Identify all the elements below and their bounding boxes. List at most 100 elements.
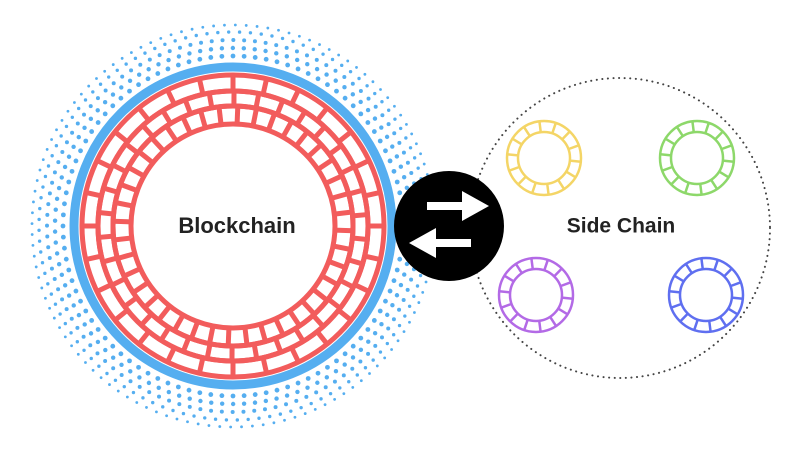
halo-dot bbox=[103, 88, 108, 93]
halo-dot bbox=[63, 335, 67, 339]
halo-dot bbox=[384, 134, 390, 140]
inner-block-band-divider bbox=[258, 323, 268, 343]
halo-dot bbox=[103, 359, 108, 364]
yellow-chain-band-divider bbox=[538, 121, 543, 133]
outer-block-band-divider bbox=[85, 189, 102, 199]
halo-dot bbox=[66, 267, 72, 273]
halo-dot bbox=[371, 318, 377, 323]
halo-dot bbox=[358, 347, 364, 353]
purple-chain-band-divider bbox=[514, 263, 523, 274]
halo-dot bbox=[53, 240, 58, 245]
halo-dot bbox=[50, 154, 54, 158]
halo-dot bbox=[45, 212, 50, 217]
inner-block-band-divider bbox=[250, 107, 259, 127]
halo-dot bbox=[95, 77, 98, 80]
halo-dot bbox=[373, 343, 378, 348]
halo-dot bbox=[398, 282, 404, 288]
halo-dot bbox=[424, 280, 428, 284]
halo-dot bbox=[371, 358, 375, 362]
inner-block-band-divider bbox=[156, 304, 172, 322]
halo-dot bbox=[342, 362, 347, 367]
halo-dot bbox=[421, 290, 425, 294]
halo-dot bbox=[328, 391, 333, 396]
green-chain-band-divider bbox=[670, 175, 680, 186]
middle-block-band-divider bbox=[139, 312, 154, 327]
halo-dot bbox=[407, 304, 412, 308]
halo-dot bbox=[235, 418, 240, 422]
purple-chain-band-divider bbox=[557, 307, 569, 316]
middle-block-band-divider bbox=[180, 336, 192, 353]
inner-block-band-divider bbox=[149, 136, 166, 153]
halo-dot bbox=[394, 179, 400, 185]
halo-dot bbox=[252, 400, 258, 405]
inner-block-band-divider bbox=[164, 124, 179, 143]
middle-block-band-divider bbox=[311, 313, 326, 329]
halo-dot bbox=[110, 103, 116, 109]
purple-chain-band-divider bbox=[500, 302, 512, 309]
middle-block-band-divider bbox=[98, 210, 114, 217]
halo-dot bbox=[52, 218, 58, 223]
halo-dot bbox=[59, 175, 64, 180]
blue-chain-band-divider bbox=[707, 320, 712, 332]
inner-block-band-divider bbox=[330, 191, 350, 201]
halo-dot bbox=[274, 396, 279, 401]
halo-dot bbox=[91, 368, 95, 372]
halo-dot bbox=[342, 351, 348, 357]
halo-dot bbox=[327, 48, 331, 51]
inner-block-band-divider bbox=[189, 320, 200, 340]
halo-dot bbox=[263, 56, 269, 62]
middle-block-band-divider bbox=[352, 212, 368, 219]
green-chain-band-divider bbox=[664, 137, 676, 146]
purple-chain-band-divider bbox=[509, 312, 519, 323]
halo-dot bbox=[187, 396, 192, 401]
halo-dot bbox=[241, 53, 247, 59]
halo-dot bbox=[324, 375, 330, 380]
halo-dot bbox=[285, 62, 291, 68]
halo-dot bbox=[38, 168, 42, 172]
halo-dot bbox=[125, 395, 129, 399]
halo-dot bbox=[97, 364, 101, 368]
halo-dot bbox=[284, 54, 290, 59]
halo-dot bbox=[385, 312, 390, 318]
halo-dot bbox=[118, 95, 124, 101]
inner-block-band-divider bbox=[287, 309, 302, 328]
halo-dot bbox=[350, 103, 356, 109]
halo-dot bbox=[246, 417, 250, 422]
halo-dot bbox=[405, 122, 408, 126]
halo-dot bbox=[334, 88, 339, 94]
halo-dot bbox=[379, 322, 384, 327]
halo-dot bbox=[294, 398, 299, 403]
halo-dot bbox=[377, 138, 383, 144]
halo-dot bbox=[82, 348, 86, 352]
halo-dot bbox=[229, 425, 233, 429]
halo-dot bbox=[299, 405, 303, 410]
halo-dot bbox=[383, 298, 388, 304]
halo-dot bbox=[149, 41, 153, 45]
halo-dot bbox=[69, 331, 73, 335]
halo-dot bbox=[304, 394, 309, 399]
halo-dot bbox=[157, 394, 162, 399]
halo-dot bbox=[46, 202, 51, 207]
blue-chain-band-divider bbox=[730, 281, 742, 288]
halo-dot bbox=[52, 229, 58, 234]
halo-dot bbox=[143, 51, 147, 55]
inner-block-band-divider bbox=[207, 325, 216, 345]
halo-dot bbox=[280, 36, 285, 41]
halo-dot bbox=[415, 284, 420, 288]
halo-dot bbox=[274, 51, 279, 56]
side-chain-mini-chains bbox=[497, 119, 745, 334]
halo-dot bbox=[60, 234, 66, 240]
halo-dot bbox=[348, 69, 353, 74]
inner-block-band-divider bbox=[180, 115, 193, 135]
halo-dot bbox=[73, 158, 79, 164]
halo-dot bbox=[165, 380, 171, 386]
halo-dot bbox=[387, 288, 393, 294]
halo-dot bbox=[76, 106, 81, 111]
halo-dot bbox=[69, 316, 74, 321]
halo-dot bbox=[297, 34, 301, 38]
middle-block-band-divider bbox=[251, 343, 260, 360]
blockchain-node: Blockchain bbox=[30, 23, 436, 429]
halo-dot bbox=[46, 164, 51, 168]
halo-dot bbox=[404, 261, 410, 267]
halo-dot bbox=[136, 72, 142, 77]
